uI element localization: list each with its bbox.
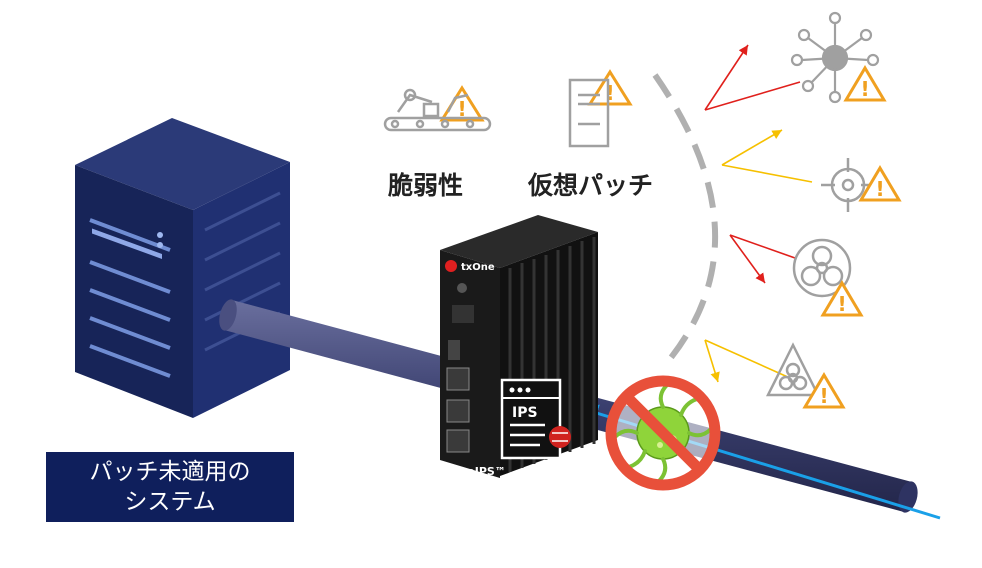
threat-arrow-8 (704, 339, 791, 379)
caption-line-1: パッチ未適用の (89, 459, 251, 485)
threat-arrow-4 (721, 164, 813, 183)
threat-arrow-6 (729, 234, 766, 284)
prohibited-sign-icon (605, 375, 721, 491)
industrial-robot-icon (383, 88, 492, 132)
network-hub-icon (790, 11, 880, 104)
svg-text:!: ! (457, 97, 466, 121)
pc-tower-icon (568, 78, 610, 148)
warning-icon: ! (858, 165, 902, 202)
threat-arrow-2 (704, 81, 801, 111)
target-crosshair-icon (821, 158, 875, 212)
svg-text:!: ! (819, 384, 828, 408)
warning-icon: ! (802, 372, 846, 409)
threat-arrow-5 (729, 234, 796, 259)
biohazard-circle-icon (792, 238, 852, 298)
vulnerability-label: 脆弱性 (388, 171, 464, 200)
warning-icon: ! (587, 69, 633, 106)
server-tower-icon (75, 118, 290, 418)
serial-port (452, 305, 474, 323)
biohazard-triangle-icon (765, 342, 821, 397)
txone-logo-icon (445, 260, 457, 272)
virtual-patch-label: 仮想パッチ (528, 171, 654, 200)
threat-arrow-1 (704, 44, 749, 111)
ips-module-icon (500, 378, 571, 460)
ips-label: IPS (512, 405, 538, 421)
ethernet-port-3 (446, 429, 470, 453)
protection-arc (652, 73, 719, 367)
shield-firewall-icon (549, 426, 571, 448)
warning-icon: ! (843, 65, 887, 102)
usb-port (448, 340, 460, 360)
svg-text:!: ! (875, 177, 884, 201)
blocked-virus-icon (605, 375, 721, 491)
svg-text:!: ! (860, 77, 869, 101)
device-brand: txOne (461, 262, 495, 273)
warning-icon: ! (820, 280, 864, 317)
device-model: EdgeIPS™ (444, 465, 506, 478)
warning-icon: ! (439, 85, 485, 122)
caption-line-2: システム (124, 489, 216, 515)
threat-arrow-7 (704, 339, 720, 383)
svg-text:!: ! (837, 292, 846, 316)
unpatched-system-caption: パッチ未適用の システム (46, 452, 294, 522)
svg-text:!: ! (605, 81, 614, 105)
threat-arrow-3 (721, 129, 783, 166)
ethernet-port-2 (446, 399, 470, 423)
ethernet-port-1 (446, 367, 470, 391)
